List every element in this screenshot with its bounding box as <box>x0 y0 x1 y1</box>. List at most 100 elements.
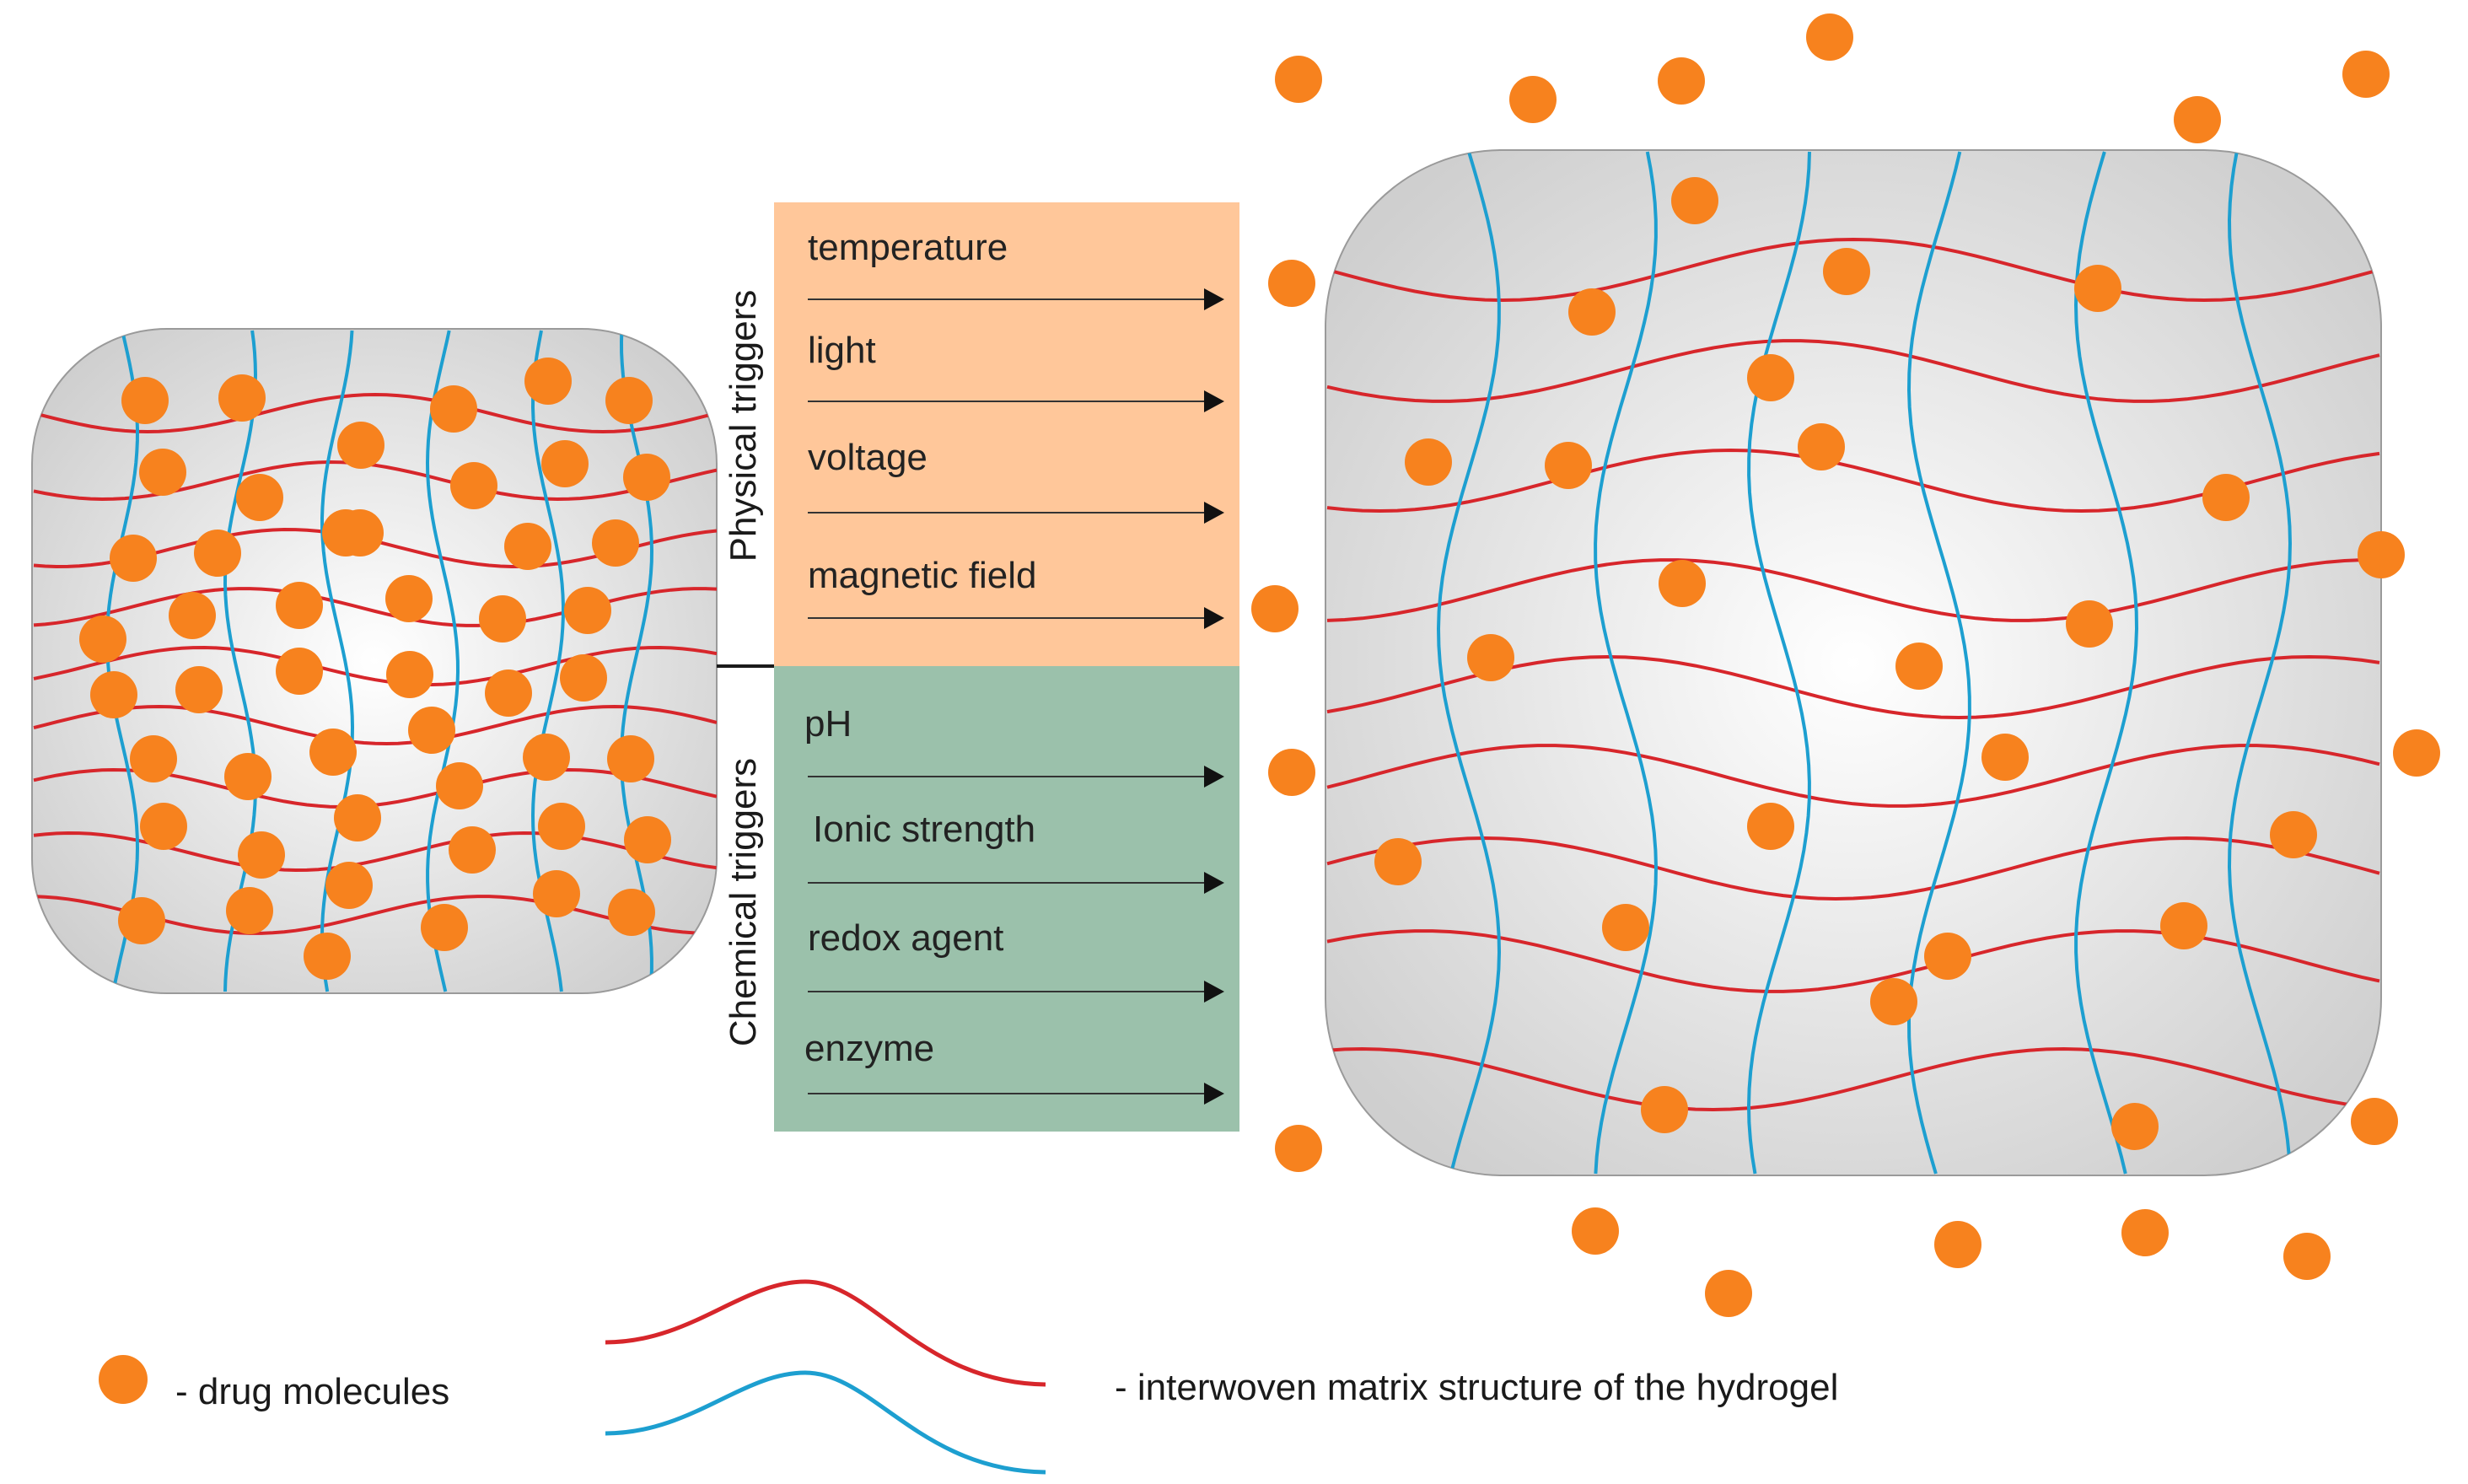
drug-molecule-icon <box>1467 634 1514 681</box>
drug-molecule-icon <box>524 358 572 405</box>
drug-molecule-icon <box>1275 1125 1322 1172</box>
drug-molecule-icon <box>325 862 373 909</box>
drug-molecule-icon <box>504 523 551 570</box>
blue-polymer-chain <box>2073 151 2139 1175</box>
large-hydrogel-body <box>1325 149 2382 1176</box>
drug-molecule-icon <box>121 377 169 424</box>
drug-molecule-icon <box>2174 96 2221 143</box>
drug-molecule-icon <box>304 933 351 980</box>
large-hydrogel-blue-chains <box>1436 151 2293 1175</box>
drug-molecule-icon <box>1374 838 1422 885</box>
legend-drug-label: - drug molecules <box>175 1371 449 1412</box>
large-hydrogel <box>1251 13 2440 1317</box>
drug-molecule-icon <box>386 651 433 698</box>
polymer-chain-icon <box>605 1370 1046 1475</box>
drug-molecule-icon <box>1509 76 1557 123</box>
drug-molecule-icon <box>592 519 639 567</box>
blue-polymer-chain <box>1746 151 1811 1175</box>
blue-polymer-chain <box>1436 151 1502 1175</box>
drug-molecule-icon <box>224 753 272 800</box>
drug-molecule-icon <box>485 669 532 717</box>
red-polymer-chain <box>1326 558 2379 622</box>
drug-molecule-icon <box>140 803 187 850</box>
released-drug-molecules <box>1251 13 2440 1317</box>
drug-molecule-icon <box>1924 933 1971 980</box>
chemical-triggers-label: Chemical triggers <box>723 758 764 1046</box>
drug-molecule-icon <box>541 440 589 487</box>
drug-molecule-icon <box>1747 354 1794 401</box>
drug-molecule-icon <box>533 870 580 917</box>
drug-molecule-icon <box>334 794 381 841</box>
drug-molecule-icon <box>1659 560 1706 607</box>
drug-molecule-icon <box>1705 1270 1752 1317</box>
drug-molecule-icon <box>139 449 186 496</box>
drug-molecule-icon <box>1798 423 1845 470</box>
blue-polymer-chain <box>425 330 460 992</box>
red-polymer-chain <box>33 392 717 434</box>
arrow-right-icon <box>1204 1083 1224 1105</box>
drug-molecule-icon <box>1658 57 1705 105</box>
red-polymer-chain <box>33 460 717 502</box>
drug-molecule-icon <box>322 509 369 556</box>
drug-molecule-icon <box>1572 1207 1619 1255</box>
drug-molecule-icon <box>436 762 483 809</box>
drug-molecule-icon <box>2358 531 2405 578</box>
red-polymer-chain <box>1326 929 2380 993</box>
drug-molecule-icon <box>337 422 384 469</box>
red-polymer-chain <box>1326 836 2380 901</box>
drug-molecule-icon <box>218 374 266 422</box>
arrow-right-icon <box>1204 766 1224 788</box>
trigger-ph: pH <box>804 703 852 745</box>
drug-molecule-icon <box>1275 56 1322 103</box>
drug-molecule-icon <box>309 729 357 776</box>
drug-molecule-icon <box>523 734 570 781</box>
drug-molecule-icon <box>175 666 223 713</box>
drug-molecule-icon <box>1568 288 1616 336</box>
drug-molecule-icon <box>1545 442 1592 489</box>
legend-matrix-label: - interwoven matrix structure of the hyd… <box>1115 1367 1838 1408</box>
drug-molecule-icon <box>236 474 283 521</box>
arrow-right-icon <box>1204 607 1224 629</box>
trigger-voltage: voltage <box>808 437 928 478</box>
drug-molecule-icon <box>2342 51 2390 98</box>
drug-molecule-icon <box>194 530 241 577</box>
drug-molecule-icon <box>450 462 497 509</box>
blue-polymer-chain <box>223 330 258 992</box>
drug-molecule-icon <box>1268 749 1315 796</box>
arrow-right-icon <box>1204 981 1224 1003</box>
small-hydrogel-drug-molecules <box>79 358 671 980</box>
drug-molecule-icon <box>1823 248 1870 295</box>
drug-molecule-icon <box>2160 902 2207 949</box>
drug-molecule-icon <box>1671 177 1718 224</box>
red-polymer-chain <box>1326 744 2380 808</box>
drug-molecule-icon <box>538 803 585 850</box>
trigger-redox-agent: redox agent <box>808 917 1003 959</box>
drug-molecule-icon <box>110 535 157 582</box>
chemical-triggers-box <box>774 666 1239 1132</box>
drug-molecule-icon <box>2283 1233 2331 1280</box>
drug-molecule-icon <box>560 654 607 702</box>
drug-molecule-icon <box>2121 1209 2169 1256</box>
drug-molecule-icon <box>130 735 177 782</box>
drug-molecule-icon <box>421 904 468 951</box>
legend: - drug molecules - interwoven matrix str… <box>99 1279 1838 1475</box>
drug-molecule-icon <box>624 816 671 863</box>
drug-molecule-icon <box>1747 803 1794 850</box>
physical-triggers-label: Physical triggers <box>723 290 764 562</box>
drug-molecule-icon <box>479 595 526 643</box>
trigger-enzyme: enzyme <box>804 1028 934 1069</box>
trigger-magnetic-field: magnetic field <box>808 555 1036 596</box>
drug-molecule-icon <box>605 377 653 424</box>
drug-molecule-icon <box>90 671 137 718</box>
drug-molecule-icon <box>430 385 477 433</box>
drug-molecule-icon <box>118 897 165 944</box>
drug-molecule-icon <box>2351 1098 2398 1145</box>
trigger-temperature: temperature <box>808 227 1008 268</box>
drug-molecule-icon <box>1895 643 1943 690</box>
drug-molecule-icon <box>1602 904 1649 951</box>
drug-molecule-icon <box>238 831 285 879</box>
drug-molecule-icon <box>2393 729 2440 777</box>
blue-polymer-chain <box>619 330 654 992</box>
red-polymer-chain <box>1326 1046 2380 1112</box>
